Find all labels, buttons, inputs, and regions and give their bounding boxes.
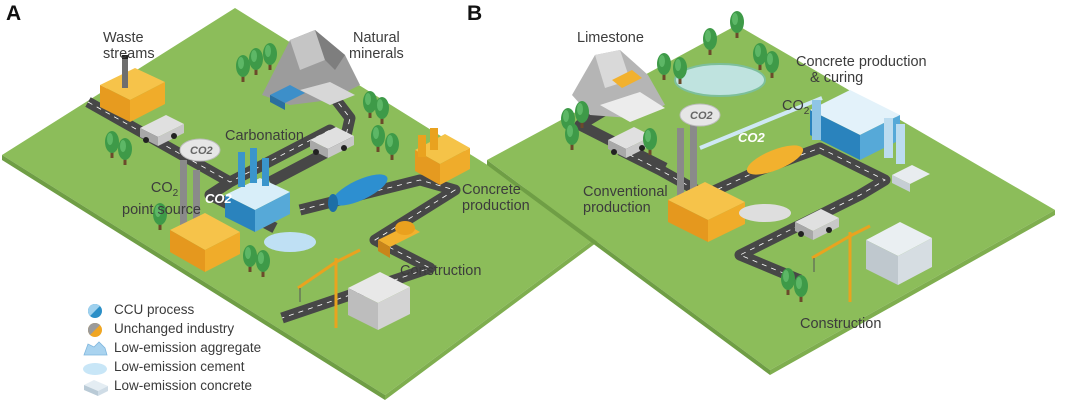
tanker-truck-icon [328,174,388,212]
co2-cloud-icon: CO2 [679,103,721,127]
mountain-icon [262,30,360,105]
legend-item-ccu: CCU process [114,302,195,317]
tanker-truck-icon [746,145,804,175]
co2-point-source-label: CO2 point source [122,180,201,218]
lake-icon [674,63,766,97]
legend-item-cement: Low-emission cement [114,359,245,374]
unchanged-industry-icon [88,323,102,337]
building-icon [348,272,410,330]
construction-a-label: Construction [400,263,482,279]
cement-pile-icon [739,204,791,222]
co2-b-label: CO2 [782,98,810,117]
panel-letter-a: A [6,2,22,25]
conventional-factory-icon [668,122,745,242]
legend: CCU process Unchanged industry Low-emiss… [80,300,261,395]
panel-b-landscape: CO2 CO2 [487,11,1055,375]
limestone-label: Limestone [577,30,644,46]
svg-text:CO2: CO2 [738,130,766,145]
svg-text:CO2: CO2 [690,110,713,122]
legend-item-aggregate: Low-emission aggregate [114,340,262,355]
concrete-icon [84,380,108,396]
panel-a-landscape: CO2 CO2 [2,8,600,400]
crane-icon [811,224,871,302]
building-icon [866,222,932,285]
crane-icon [297,248,361,328]
waste-factory-icon [100,55,165,122]
co2-point-source-icon [170,160,240,272]
legend-item-concrete: Low-emission concrete [114,378,253,393]
svg-text:CO2: CO2 [190,145,213,157]
carbonation-label: Carbonation [225,128,304,144]
panel-letter-b: B [467,2,483,25]
legend-item-unchanged: Unchanged industry [114,321,235,336]
curing-plant-icon [810,90,905,164]
legend-icons [83,304,108,396]
concrete-curing-label: Concrete production& curing [796,54,927,86]
co2-pipeline-icon: CO2 [699,96,823,150]
co2-flow-tag: CO2 [205,191,233,206]
cement-icon [83,363,107,375]
concrete-blocks-icon [892,165,930,192]
co2-cloud-icon: CO2 [179,138,221,162]
concrete-plant-icon [415,128,470,185]
mixer-truck-icon [378,221,420,258]
construction-b-label: Construction [800,316,882,332]
carbonation-plant-icon [225,148,290,232]
excavator-icon [270,85,305,110]
aggregate-pile-icon [264,232,316,252]
limestone-quarry-icon [572,50,665,122]
ccu-process-icon [88,304,102,318]
aggregate-icon [83,341,108,356]
